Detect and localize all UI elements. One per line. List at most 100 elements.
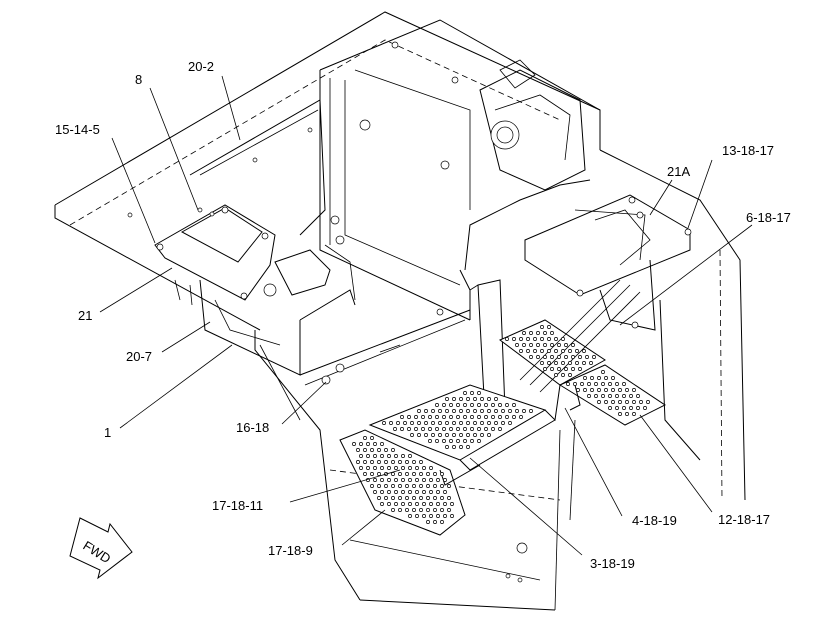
perforation-hole	[456, 427, 460, 431]
perforation-hole	[473, 433, 477, 437]
perforation-hole	[431, 421, 435, 425]
perforation-hole	[501, 409, 505, 413]
perforation-hole	[394, 478, 398, 482]
perforation-hole	[494, 421, 498, 425]
callout-12-18-17: 12-18-17	[718, 512, 770, 527]
perforation-hole	[391, 448, 395, 452]
perforation-hole	[403, 421, 407, 425]
callout-20-7: 20-7	[126, 349, 152, 364]
perforation-hole	[463, 427, 467, 431]
perforation-hole	[452, 397, 456, 401]
perforation-hole	[366, 454, 370, 458]
perforation-hole	[433, 472, 437, 476]
leader-lines	[99, 75, 753, 556]
perforation-hole	[445, 433, 449, 437]
perforation-hole	[575, 349, 579, 353]
perforation-hole	[477, 439, 481, 443]
perforation-hole	[564, 343, 568, 347]
perforation-hole	[463, 391, 467, 395]
perforation-hole	[601, 382, 605, 386]
perforation-hole	[377, 484, 381, 488]
perforation-hole	[594, 382, 598, 386]
perforation-hole	[536, 331, 540, 335]
perforation-hole	[421, 415, 425, 419]
perforation-hole	[370, 484, 374, 488]
perforation-hole	[522, 331, 526, 335]
perforation-hole	[438, 421, 442, 425]
perforation-hole	[529, 343, 533, 347]
perforation-hole	[438, 409, 442, 413]
perforation-hole	[601, 370, 605, 374]
perforation-hole	[629, 406, 633, 410]
perforation-hole	[391, 472, 395, 476]
perforation-hole	[484, 427, 488, 431]
perforation-hole	[363, 448, 367, 452]
perforation-hole	[400, 427, 404, 431]
perforation-hole	[622, 394, 626, 398]
perforation-hole	[419, 460, 423, 464]
perforation-hole	[571, 343, 575, 347]
perforation-hole	[589, 361, 593, 365]
perforation-hole	[519, 337, 523, 341]
perforation-hole	[543, 355, 547, 359]
perforation-hole	[618, 412, 622, 416]
perforation-hole	[582, 361, 586, 365]
perforation-hole	[470, 415, 474, 419]
perforation-hole	[632, 388, 636, 392]
perforation-hole	[442, 427, 446, 431]
perforation-hole	[459, 433, 463, 437]
perforation-hole	[501, 421, 505, 425]
perforation-hole	[424, 409, 428, 413]
perforation-hole	[387, 454, 391, 458]
perforation-hole	[477, 427, 481, 431]
perforation-hole	[363, 460, 367, 464]
perforation-hole	[405, 484, 409, 488]
perforation-hole	[407, 415, 411, 419]
perforation-hole	[405, 460, 409, 464]
perforation-hole	[622, 382, 626, 386]
perforation-hole	[587, 394, 591, 398]
perforation-hole	[508, 421, 512, 425]
perforation-hole	[417, 433, 421, 437]
perforation-hole	[415, 478, 419, 482]
perforation-hole	[428, 439, 432, 443]
perforation-hole	[428, 415, 432, 419]
perforation-hole	[384, 460, 388, 464]
callout-20-2: 20-2	[188, 59, 214, 74]
perforation-hole	[470, 427, 474, 431]
perforation-hole	[594, 394, 598, 398]
callout-15-14-5: 15-14-5	[55, 122, 100, 137]
perforation-hole	[529, 409, 533, 413]
perforation-hole	[452, 445, 456, 449]
perforation-hole	[526, 349, 530, 353]
perforation-hole	[380, 502, 384, 506]
perforation-hole	[391, 484, 395, 488]
perforation-hole	[373, 490, 377, 494]
perforation-hole	[429, 478, 433, 482]
perforation-hole	[394, 466, 398, 470]
perforation-hole	[568, 349, 572, 353]
perforation-hole	[408, 466, 412, 470]
perforation-hole	[419, 496, 423, 500]
perforation-hole	[629, 394, 633, 398]
perforation-hole	[484, 403, 488, 407]
perforation-hole	[618, 400, 622, 404]
perforation-hole	[543, 343, 547, 347]
perforation-hole	[554, 373, 558, 377]
perforation-hole	[615, 394, 619, 398]
perforation-hole	[491, 403, 495, 407]
perforation-hole	[536, 355, 540, 359]
perforation-hole	[370, 472, 374, 476]
perforation-hole	[440, 484, 444, 488]
perforation-hole	[428, 427, 432, 431]
perforation-hole	[554, 337, 558, 341]
perforation-hole	[557, 355, 561, 359]
perforation-hole	[422, 514, 426, 518]
perforation-hole	[408, 478, 412, 482]
perforation-hole	[405, 472, 409, 476]
perforation-hole	[480, 433, 484, 437]
perforation-hole	[459, 397, 463, 401]
perforation-hole	[387, 466, 391, 470]
callout-4-18-19: 4-18-19	[632, 513, 677, 528]
perforation-hole	[401, 490, 405, 494]
